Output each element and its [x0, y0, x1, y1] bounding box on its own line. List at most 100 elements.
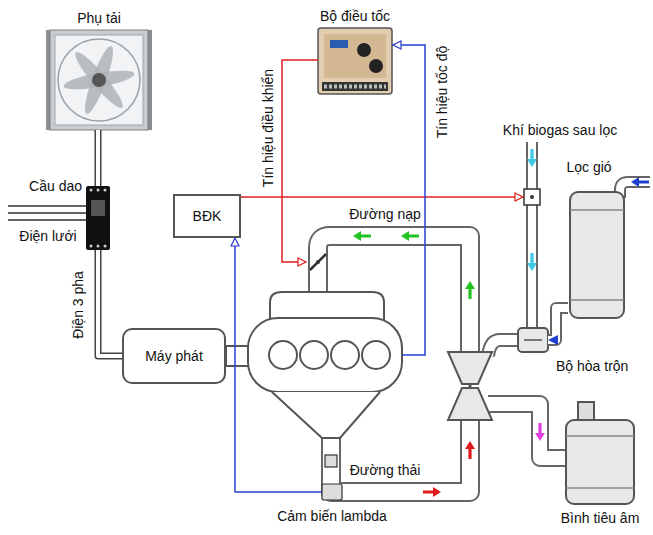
pipe-connector [548, 308, 568, 340]
cable-line [98, 250, 122, 356]
engine-illustration [226, 346, 250, 366]
gas-label: Khí biogas sau lọc [503, 122, 617, 138]
fan-illustration [70, 48, 127, 112]
node-label: Bộ hòa trộn [556, 358, 628, 374]
governor-illustration [318, 28, 392, 94]
pipes [331, 418, 470, 492]
mixer-illustration [524, 339, 542, 341]
engine-illustration [269, 341, 297, 369]
throttle-valve [310, 254, 326, 270]
switch-illustration [104, 245, 107, 248]
grid-wires [8, 212, 86, 213]
fan-illustration [55, 35, 143, 125]
switch-illustration [104, 189, 107, 192]
pipes [331, 418, 470, 492]
signal-label: Tín hiệu điều khiển [260, 69, 276, 187]
grid-wires [8, 205, 86, 206]
node-label: BĐK [193, 208, 222, 224]
node-label: Máy phát [145, 348, 203, 364]
air-filter: Lọc gió [568, 185, 626, 320]
lambda-sensor: Cảm biến lambda [322, 484, 342, 500]
fan-illustration [58, 39, 140, 121]
pipes [528, 142, 536, 330]
fan-illustration [148, 30, 152, 130]
signal-lines [241, 196, 523, 198]
throttle-valve [310, 254, 326, 270]
engine-illustration [270, 292, 384, 320]
lambda-sensor-illustration [322, 484, 342, 500]
flow-arrows [527, 253, 537, 271]
signal-lines [241, 45, 523, 355]
signal-line [235, 238, 322, 492]
switch-illustration [97, 245, 100, 248]
muffler-illustration [566, 420, 634, 504]
engine-illustration [331, 341, 359, 369]
signal-label: Tín hiệu tốc độ [434, 46, 450, 139]
mixer: Bộ hòa trộn [518, 328, 548, 352]
pipes [488, 404, 572, 458]
governor-illustration [324, 34, 386, 78]
cable-line [96, 130, 100, 186]
engine-illustration [272, 392, 380, 438]
switch-illustration [90, 245, 93, 248]
node-label: Phụ tải [77, 10, 121, 26]
circuit-breaker: Cầu dao [86, 186, 110, 250]
fan-illustration [50, 30, 148, 130]
cable-line [95, 130, 102, 186]
pipe-label: Đường nạp [349, 206, 420, 222]
grid-label: Điện lưới [19, 228, 76, 244]
pipes [526, 142, 538, 330]
cable-connector [98, 250, 122, 356]
turbocharger [448, 388, 492, 420]
engine-illustration [226, 292, 402, 438]
governor-illustration [330, 40, 348, 48]
flow-arrows [535, 423, 545, 441]
turbocharger [448, 352, 492, 384]
air-filter-illustration [570, 192, 624, 318]
node-label: Cầu dao [29, 178, 82, 194]
flow-arrows [353, 231, 371, 241]
muffler-illustration [566, 487, 634, 489]
fan-illustration [62, 44, 135, 116]
pipe-label: Đường thải [350, 462, 421, 478]
node-label: Lọc gió [566, 159, 611, 175]
pipes [488, 404, 572, 458]
load-fan: Phụ tải [50, 30, 148, 130]
fan-illustration [92, 73, 106, 87]
governor-illustration [369, 59, 383, 73]
fan-illustration [46, 30, 50, 130]
signal-lines [393, 45, 425, 355]
signal-connector [235, 238, 322, 492]
mixer-illustration [518, 328, 548, 352]
engine-illustration [362, 341, 390, 369]
pipes [488, 340, 520, 356]
fan-illustration [46, 30, 152, 130]
signal-lines [282, 60, 318, 262]
grid-wires [8, 219, 86, 220]
lambda-sensor-illustration [322, 455, 342, 500]
turbocharger [448, 352, 492, 420]
edge-label: Điện 3 pha [70, 271, 86, 339]
governor-illustration [357, 43, 371, 57]
lambda-sensor-illustration [325, 455, 337, 467]
governor: Bộ điều tốc [318, 28, 392, 94]
gas-valve [530, 195, 534, 199]
cable-line [98, 250, 122, 356]
cable-connector [98, 130, 99, 186]
flow-arrows [527, 149, 537, 167]
governor-illustration [324, 85, 386, 89]
switch-illustration [90, 189, 93, 192]
air-filter-illustration [570, 209, 624, 211]
air-filter-illustration [570, 299, 624, 301]
muffler-illustration [566, 402, 634, 504]
switch-illustration [86, 186, 110, 250]
node-label: Bộ điều tốc [320, 8, 390, 24]
muffler: Bình tiêu âm [566, 404, 634, 504]
governor-illustration [322, 82, 388, 91]
flow-arrows [631, 177, 649, 187]
flow-arrows [401, 231, 419, 241]
flow-arrows [465, 441, 475, 459]
throttle-valve [316, 260, 320, 264]
